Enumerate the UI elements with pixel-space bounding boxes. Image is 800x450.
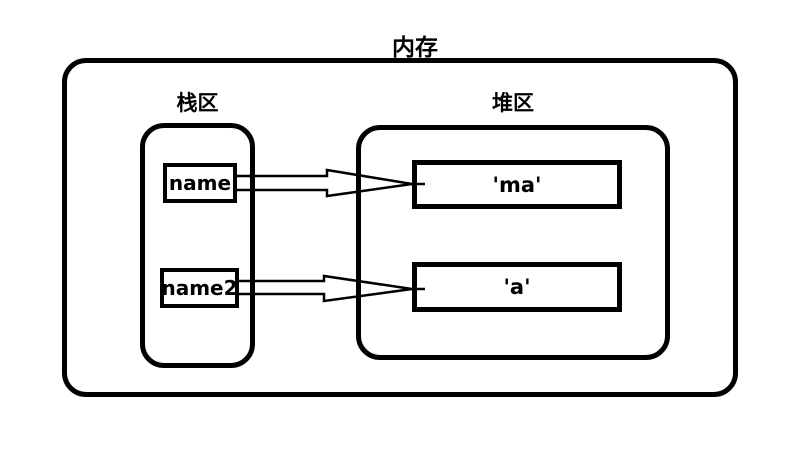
heap-value-ma: 'ma' bbox=[412, 160, 622, 209]
heap-value-a: 'a' bbox=[412, 262, 622, 312]
stack-variable-name2: name2 bbox=[160, 268, 239, 308]
stack-container bbox=[140, 123, 255, 368]
stack-variable-name: name bbox=[163, 163, 237, 203]
heap-section-label: 堆区 bbox=[492, 91, 534, 115]
heap-container bbox=[356, 125, 670, 360]
memory-outer-container bbox=[62, 58, 738, 397]
stack-section-label: 栈区 bbox=[176, 91, 219, 115]
diagram-title: 内存 bbox=[392, 35, 438, 61]
